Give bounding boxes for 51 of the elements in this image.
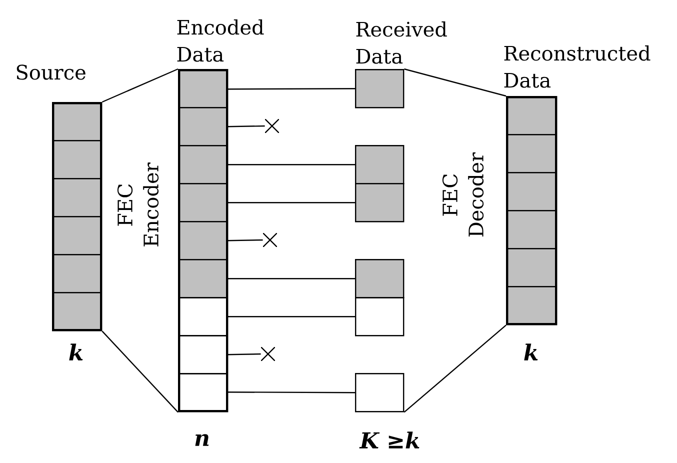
connector-line	[227, 392, 355, 394]
data-block	[355, 183, 404, 222]
column-heading: Reconstructed Data	[504, 45, 650, 88]
data-block	[507, 172, 556, 212]
connector-line	[404, 68, 506, 97]
column-heading: Source	[16, 64, 86, 80]
data-block	[179, 297, 228, 336]
data-block	[179, 373, 228, 412]
connector-line	[227, 125, 265, 128]
data-block	[179, 335, 228, 374]
data-block	[507, 97, 556, 136]
block-label: FEC Encoder	[117, 162, 159, 246]
data-block	[53, 178, 102, 218]
data-block	[507, 134, 556, 174]
data-block	[355, 145, 404, 184]
connector-line	[227, 164, 355, 166]
count-label: k	[69, 344, 83, 360]
data-block	[507, 248, 556, 288]
data-block	[179, 221, 228, 260]
data-block	[507, 210, 556, 250]
column-heading: Received Data	[356, 21, 447, 64]
data-block	[53, 292, 102, 330]
count-label: K ≥k	[359, 432, 420, 448]
connector-line	[227, 88, 355, 90]
connector-line	[102, 330, 178, 413]
cross-mark	[263, 233, 277, 247]
data-block	[179, 107, 228, 146]
column-heading: Encoded Data	[177, 19, 264, 62]
count-label: k	[524, 344, 538, 360]
connector-line	[227, 316, 355, 318]
data-block	[507, 286, 556, 324]
block-label: FEC Decoder	[442, 152, 484, 237]
connector-line	[227, 202, 355, 204]
data-block	[53, 103, 102, 142]
connector-line	[227, 353, 261, 356]
data-block	[355, 259, 404, 298]
connector-line	[227, 278, 355, 280]
cross-mark	[265, 119, 279, 133]
connector-line	[404, 324, 506, 413]
cross-mark	[261, 347, 275, 361]
count-label: n	[195, 434, 209, 446]
data-block	[179, 70, 228, 108]
data-block	[53, 216, 102, 256]
data-block	[179, 183, 228, 222]
data-block	[179, 145, 228, 184]
connector-line	[227, 239, 263, 242]
data-block	[179, 259, 228, 298]
data-block	[53, 140, 102, 180]
data-block	[355, 297, 404, 336]
data-block	[53, 254, 102, 294]
connector-line	[102, 68, 178, 103]
